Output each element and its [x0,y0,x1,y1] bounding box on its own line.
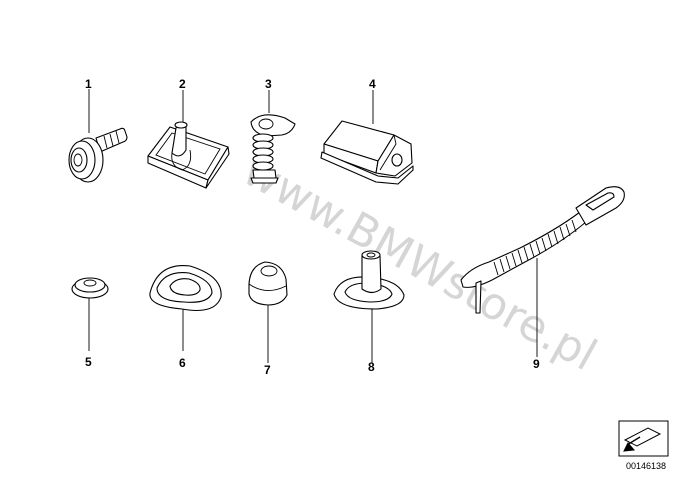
part-9-long-sleeve[interactable] [460,186,625,357]
callout-4: 4 [369,77,376,91]
callout-8: 8 [368,360,375,374]
part-3-cable-sleeve[interactable] [250,90,296,184]
part-4-cap[interactable] [320,90,414,185]
catalog-arrow-icon[interactable] [618,420,669,457]
callout-5: 5 [85,355,92,369]
part-8-tube-grommet[interactable] [333,250,405,363]
part-1-screw[interactable] [68,89,128,183]
part-7-plug[interactable] [248,261,288,363]
part-5-small-grommet[interactable] [71,277,109,351]
callout-1: 1 [85,77,92,91]
callout-2: 2 [179,77,186,91]
callout-7: 7 [264,363,271,377]
part-6-oval-grommet[interactable] [149,264,222,351]
callout-6: 6 [179,356,186,370]
watermark-text: www.BMWstore.pl [235,145,605,381]
callout-9: 9 [533,357,540,371]
part-2-grommet[interactable] [147,90,230,189]
callout-3: 3 [265,77,272,91]
callout-labels: 1 2 3 4 5 6 7 8 9 [85,77,540,377]
diagram-code: 00146138 [626,461,666,471]
